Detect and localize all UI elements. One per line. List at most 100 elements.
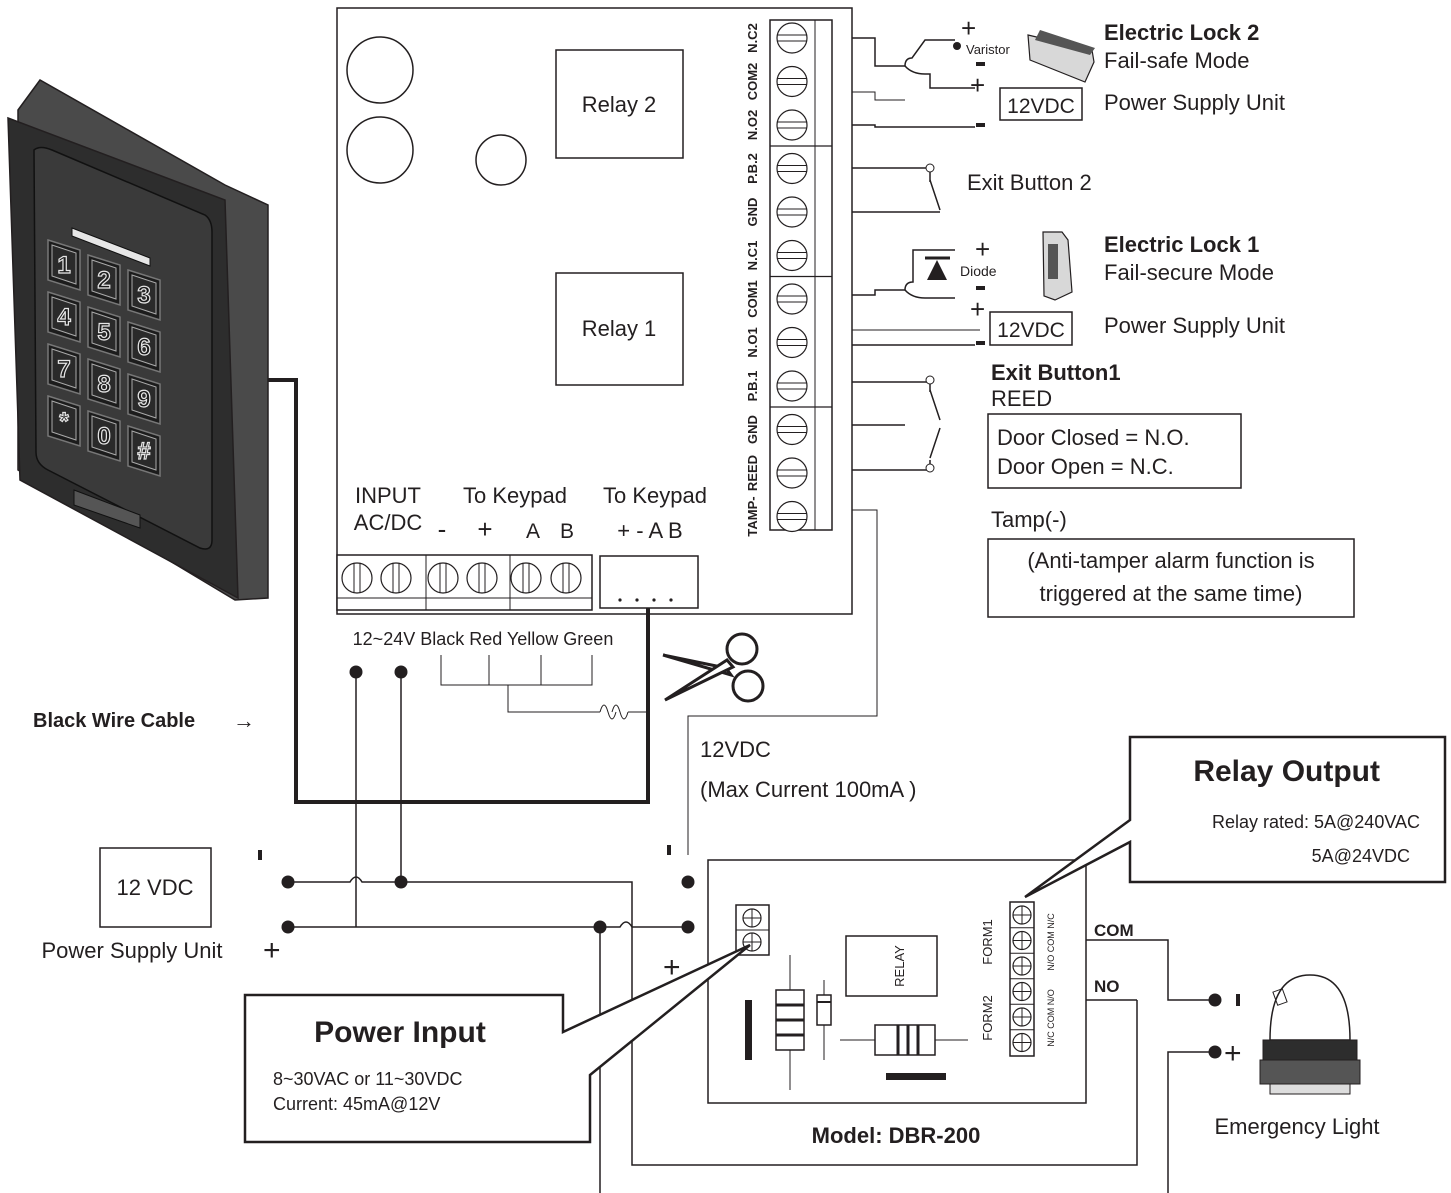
terminal-screw xyxy=(770,109,832,147)
terminal-screw xyxy=(770,370,832,408)
terminal-label: P.B.1 xyxy=(745,371,760,402)
pin-b: B xyxy=(560,520,574,543)
psu2-plus: + xyxy=(970,70,985,100)
lock2-plus: + xyxy=(961,13,976,43)
psu-left-box xyxy=(99,847,212,928)
psu2-box-label: 12VDC xyxy=(1007,95,1075,118)
relay-1-box xyxy=(555,272,684,386)
dbr-model: Model: DBR-200 xyxy=(812,1123,981,1148)
dbr-outputs: + COM NO Emergency Light xyxy=(1086,921,1380,1193)
terminal-screw xyxy=(770,239,832,278)
psu1-box-label: 12VDC xyxy=(997,319,1065,342)
terminal-label: N.C1 xyxy=(745,241,760,271)
dbr-output-screw xyxy=(1010,981,1034,1005)
dbr-power-screw xyxy=(742,908,762,928)
light-plus: + xyxy=(1224,1037,1242,1070)
tamp-label: Tamp(-) xyxy=(991,507,1067,532)
svg-text:8: 8 xyxy=(97,371,110,398)
no-label: NO xyxy=(1094,977,1120,996)
svg-text:9: 9 xyxy=(137,386,150,413)
terminal-strip-bottom xyxy=(336,554,593,611)
pin-minus: - xyxy=(438,514,447,544)
relay-output-title: Relay Output xyxy=(1193,755,1380,788)
dbr-output-screw xyxy=(1010,1007,1034,1031)
terminal-screw xyxy=(776,457,808,489)
dbr-relay-label: RELAY xyxy=(892,945,907,987)
psu-left-plus: + xyxy=(263,934,281,967)
lock1-plus: + xyxy=(975,234,990,264)
svg-text:6: 6 xyxy=(137,334,150,361)
terminal-screw xyxy=(776,326,808,359)
connector-pin xyxy=(635,598,639,602)
tamp-note-2: triggered at the same time) xyxy=(1040,581,1303,606)
terminal-label: N.O2 xyxy=(745,110,760,140)
svg-text:4: 4 xyxy=(57,304,71,331)
keypad-key: 8 xyxy=(87,357,121,411)
svg-text:#: # xyxy=(137,438,150,465)
form2-pins: N/C COM N/O xyxy=(1046,989,1056,1047)
terminal-label: GND xyxy=(745,415,760,444)
svg-text:*: * xyxy=(59,408,69,435)
dbr-output-screw xyxy=(1010,930,1034,954)
terminal-screw xyxy=(776,196,808,228)
reed-label: REED xyxy=(991,386,1052,411)
psu-left-label: Power Supply Unit xyxy=(42,938,223,963)
keypad-key: # xyxy=(127,424,161,478)
keypad-key: 7 xyxy=(47,342,81,396)
diode-label: Diode xyxy=(960,263,997,279)
terminal-screw xyxy=(776,65,808,98)
lock2-title: Electric Lock 2 xyxy=(1104,20,1259,45)
power-input-callout: Power Input 8~30VAC or 11~30VDC Current:… xyxy=(243,943,751,1144)
door-open: Door Open = N.C. xyxy=(997,454,1174,479)
connector-pin xyxy=(669,598,673,602)
dbr-plus: + xyxy=(663,951,681,984)
input-label-2: AC/DC xyxy=(354,510,423,535)
wire-colors: 12~24V Black Red Yellow Green xyxy=(353,629,614,649)
power-input-line2: Current: 45mA@12V xyxy=(273,1094,440,1114)
terminal-label: P.B.2 xyxy=(745,153,760,184)
relay-2-box xyxy=(555,49,684,159)
svg-text:7: 7 xyxy=(57,356,70,383)
relay-rated-2: 5A@24VDC xyxy=(1312,846,1410,866)
terminal-screw xyxy=(776,152,808,185)
right-wiring: 12VDC + Varistor + Electric Lock 2 Fail-… xyxy=(687,13,1355,855)
relay-1-label: Relay 1 xyxy=(582,316,657,341)
dbr-output-screw xyxy=(1012,1032,1032,1053)
terminal-screw xyxy=(550,562,582,594)
pin-a: A xyxy=(526,520,540,543)
terminal-screw xyxy=(776,22,808,54)
relay-rated-1: Relay rated: 5A@240VAC xyxy=(1212,812,1420,832)
dbr-200-board: RELAY FORM1 FORM2 N/O COM N/C N/C COM N/… xyxy=(707,859,1087,1148)
keypad-key: 4 xyxy=(47,290,81,344)
terminal-screw xyxy=(341,562,373,594)
keypad-key: 5 xyxy=(87,305,121,359)
relay-output-callout: Relay Output Relay rated: 5A@240VAC 5A@2… xyxy=(1024,735,1447,899)
connector-pin xyxy=(652,598,656,602)
keypad-key: 9 xyxy=(127,372,161,426)
to-keypad-label-2: To Keypad xyxy=(603,483,707,508)
keypad-key: 0 xyxy=(87,409,121,463)
form1-pins: N/O COM N/C xyxy=(1046,913,1056,971)
psu1-plus: + xyxy=(970,294,985,324)
exit-button-1-label: Exit Button1 xyxy=(991,360,1121,385)
out-12vdc: 12VDC xyxy=(700,737,771,762)
black-wire-arrow: → xyxy=(233,708,255,733)
tamp-note-box xyxy=(987,538,1355,618)
exit-button-2-label: Exit Button 2 xyxy=(967,170,1092,195)
controller-board: Relay 2 Relay 1 N.C2COM2N.O2P.B.2GNDN.C1… xyxy=(336,7,853,649)
lock1-mode: Fail-secure Mode xyxy=(1104,260,1274,285)
keypad-key: * xyxy=(47,394,81,448)
keypad-key: 6 xyxy=(127,320,161,374)
scissors-icon xyxy=(662,632,765,703)
svg-text:0: 0 xyxy=(97,423,110,450)
keypad-connector xyxy=(599,555,699,609)
form1-label: FORM1 xyxy=(980,919,995,965)
terminal-screw xyxy=(776,283,808,315)
terminal-screw xyxy=(510,562,542,594)
svg-text:3: 3 xyxy=(137,282,150,309)
tamp-note-1: (Anti-tamper alarm function is xyxy=(1027,548,1314,573)
terminal-label: COM2 xyxy=(745,63,760,101)
psu2-label: Power Supply Unit xyxy=(1104,90,1285,115)
